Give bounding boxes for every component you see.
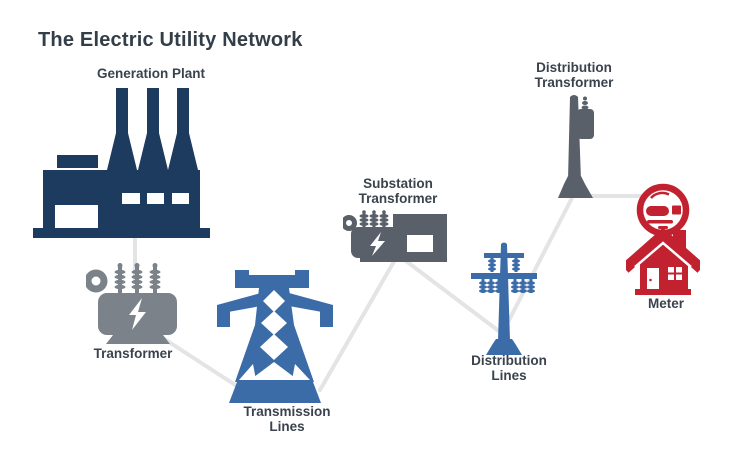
lightning-bolt-icon xyxy=(129,298,146,330)
substation-transformer-icon xyxy=(343,210,447,262)
node-generation-plant xyxy=(33,88,210,238)
distribution-transformer-label: Distribution Transformer xyxy=(534,60,614,90)
connection-line-substation-transformer-to-distribution-lines xyxy=(400,256,510,340)
transmission-tower-icon xyxy=(217,270,333,403)
node-meter xyxy=(626,181,700,295)
connection-line-transmission-lines-to-substation-transformer xyxy=(318,256,398,392)
utility-pole-icon xyxy=(471,242,537,355)
transformer-icon xyxy=(86,263,177,344)
substation-transformer-label: Substation Transformer xyxy=(358,176,438,206)
node-substation-transformer xyxy=(343,210,449,262)
meter-label: Meter xyxy=(647,296,684,311)
node-transformer xyxy=(86,262,190,348)
connection-line-distribution-lines-to-distribution-transformer xyxy=(504,196,574,328)
node-distribution-lines xyxy=(470,241,538,355)
transmission-lines-label: Transmission Lines xyxy=(243,404,331,434)
house-meter-icon xyxy=(626,183,700,295)
factory-icon xyxy=(33,88,210,238)
pole-transformer-icon xyxy=(558,95,594,198)
node-transmission-lines xyxy=(217,265,333,403)
distribution-lines-label: Distribution Lines xyxy=(471,353,547,383)
node-distribution-transformer xyxy=(558,92,596,198)
page-title: The Electric Utility Network xyxy=(38,29,303,51)
lightning-bolt-icon xyxy=(370,232,385,256)
generation-plant-label: Generation Plant xyxy=(96,66,206,81)
transformer-label: Transformer xyxy=(93,346,173,361)
